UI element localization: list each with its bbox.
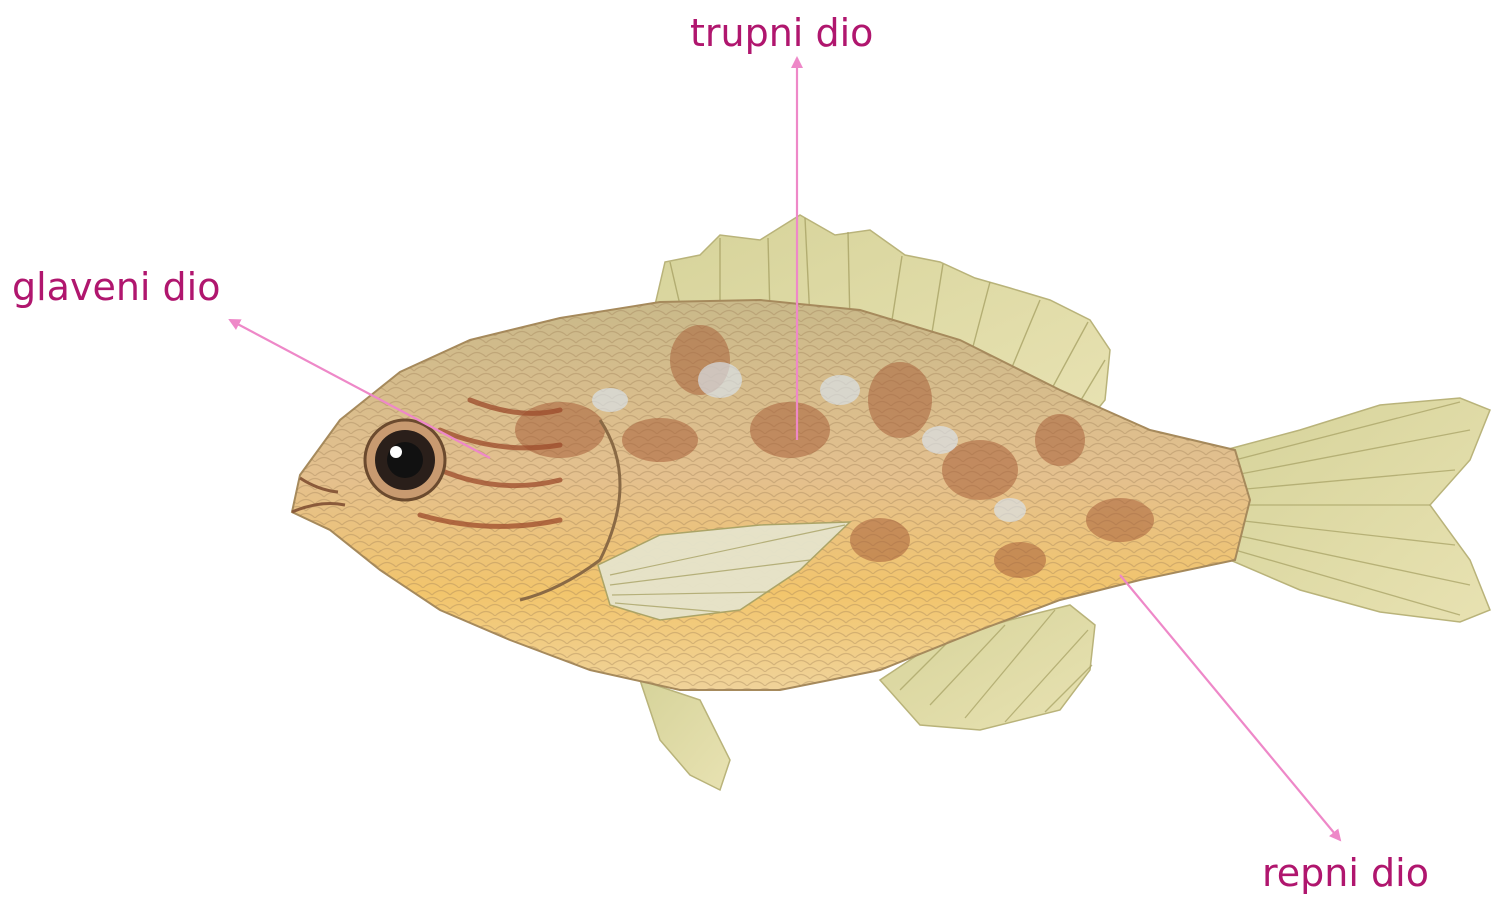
tail-label: repni dio — [1262, 854, 1429, 892]
tail-pointer-line — [1120, 575, 1340, 840]
pelvic-fin — [640, 680, 730, 790]
caudal-fin — [1225, 398, 1490, 622]
trunk-label: trupni dio — [690, 14, 873, 52]
head-label: glaveni dio — [12, 268, 220, 306]
fish-eye — [365, 420, 445, 500]
